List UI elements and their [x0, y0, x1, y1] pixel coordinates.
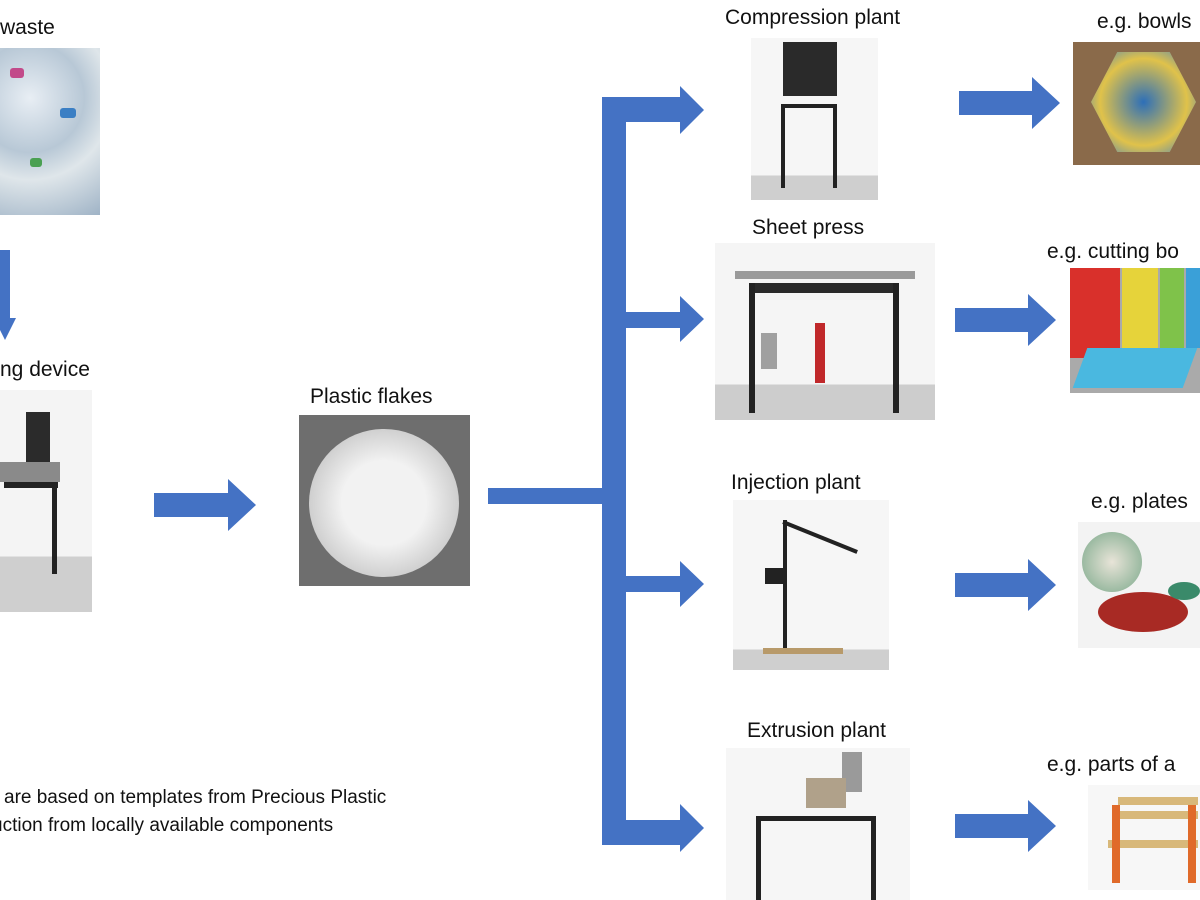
footnote-line-2: uction from locally available components — [0, 815, 334, 836]
distribution-trunk — [602, 97, 626, 845]
footnote-line-1: are based on templates from Precious Pla… — [4, 787, 387, 808]
bowls-label: e.g. bowls — [1097, 10, 1192, 33]
shredding-device-photo — [0, 390, 92, 612]
plates-photo — [1078, 522, 1200, 648]
arrow-to-compression — [602, 86, 704, 134]
arrow-to-parts — [955, 800, 1056, 852]
arrow-to-bowls — [959, 77, 1060, 129]
sheet-press-label: Sheet press — [752, 216, 865, 239]
footnote: are based on templates from Precious Pla… — [0, 784, 386, 840]
extrusion-plant-photo — [726, 748, 910, 900]
bench-parts-label: e.g. parts of a — [1047, 753, 1176, 776]
plastic-flakes-label: Plastic flakes — [310, 385, 433, 408]
bowls-photo — [1073, 42, 1200, 165]
arrow-to-extrusion — [602, 804, 704, 852]
plastic-waste-photo — [0, 48, 100, 215]
cutting-boards-photo — [1070, 268, 1200, 393]
sheet-press-photo — [715, 243, 935, 420]
injection-plant-label: Injection plant — [731, 471, 861, 494]
waste-label: waste — [0, 16, 55, 39]
arrow-to-plates — [955, 559, 1056, 611]
arrow-to-sheet-press — [626, 296, 704, 342]
bench-photo — [1088, 785, 1200, 890]
compression-plant-label: Compression plant — [725, 6, 901, 29]
arrow-to-cutting-boards — [955, 294, 1056, 346]
arrow-to-injection — [626, 561, 704, 607]
compression-plant-photo — [751, 38, 878, 200]
arrow-flakes-to-trunk — [488, 488, 608, 504]
plastic-flakes-photo — [299, 415, 470, 586]
plates-label: e.g. plates — [1091, 490, 1188, 513]
cutting-boards-label: e.g. cutting bo — [1047, 240, 1179, 263]
device-label: ng device — [0, 358, 90, 381]
arrow-to-flakes — [154, 479, 256, 531]
down-arrow — [0, 250, 16, 340]
injection-plant-photo — [733, 500, 889, 670]
extrusion-plant-label: Extrusion plant — [747, 719, 886, 742]
